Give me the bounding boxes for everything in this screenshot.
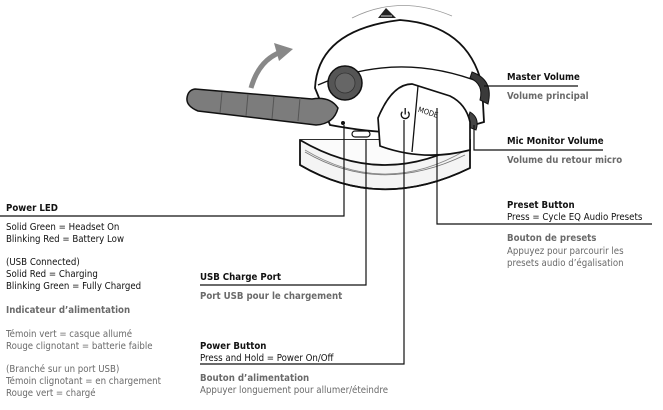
- power-led-usb-line3: Blinking Green = Fully Charged: [6, 281, 142, 292]
- power-led-line1: Solid Green = Headset On: [6, 222, 120, 233]
- power-led-title-fr: Indicateur d’alimentation: [6, 305, 131, 316]
- boom-arm: [186, 88, 339, 126]
- usb-port-title: USB Charge Port: [200, 272, 282, 283]
- power-led-line1-fr: Témoin vert = casque allumé: [6, 329, 133, 340]
- power-led-line2: Blinking Red = Battery Low: [6, 234, 125, 245]
- power-button-desc-fr: Appuyer longuement pour allumer/éteindre: [200, 385, 389, 396]
- power-icon: [400, 108, 410, 120]
- power-led-usb-line2-fr: Témoin clignotant = en chargement: [6, 376, 162, 387]
- power-led-usb-line1: (USB Connected): [6, 257, 80, 268]
- master-volume-subtitle-fr: Volume principal: [507, 91, 589, 102]
- power-led-usb-line1-fr: (Branché sur un port USB): [6, 364, 120, 375]
- preset-button-desc: Press = Cycle EQ Audio Presets: [507, 212, 643, 223]
- leader-power-led: [0, 125, 345, 217]
- power-led-title: Power LED: [6, 203, 58, 214]
- power-led-usb-line3-fr: Rouge vert = chargé: [6, 388, 96, 399]
- curved-arrow-icon: [248, 43, 293, 89]
- power-led-usb-line2: Solid Red = Charging: [6, 269, 98, 280]
- power-button-title-fr: Bouton d’alimentation: [200, 373, 310, 384]
- leader-mic-monitor: [473, 125, 603, 151]
- power-led: [341, 121, 345, 125]
- leader-power-button: [200, 120, 405, 365]
- preset-button-desc-fr-2: presets audio d’égalisation: [507, 258, 624, 269]
- power-led-line2-fr: Rouge clignotant = batterie faible: [6, 341, 153, 352]
- usb-port-title-fr: Port USB pour le chargement: [200, 291, 343, 302]
- leader-usb-port: [200, 139, 367, 286]
- mic-monitor-subtitle-fr: Volume du retour micro: [507, 155, 623, 166]
- preset-button-desc-fr-1: Appuyez pour parcourir les: [507, 246, 624, 257]
- triangle-logo-icon: [378, 8, 396, 18]
- master-volume-title: Master Volume: [507, 72, 580, 83]
- power-button-desc: Press and Hold = Power On/Off: [200, 353, 334, 364]
- leader-preset-button: [436, 108, 652, 225]
- leader-lines: [0, 85, 652, 365]
- preset-button-title: Preset Button: [507, 200, 575, 211]
- control-panel: [377, 83, 471, 156]
- usb-port-slot: [351, 130, 371, 138]
- boom-pivot: [327, 65, 363, 101]
- mic-monitor-title: Mic Monitor Volume: [507, 136, 604, 147]
- power-button-title: Power Button: [200, 341, 267, 352]
- preset-button-title-fr: Bouton de presets: [507, 233, 597, 244]
